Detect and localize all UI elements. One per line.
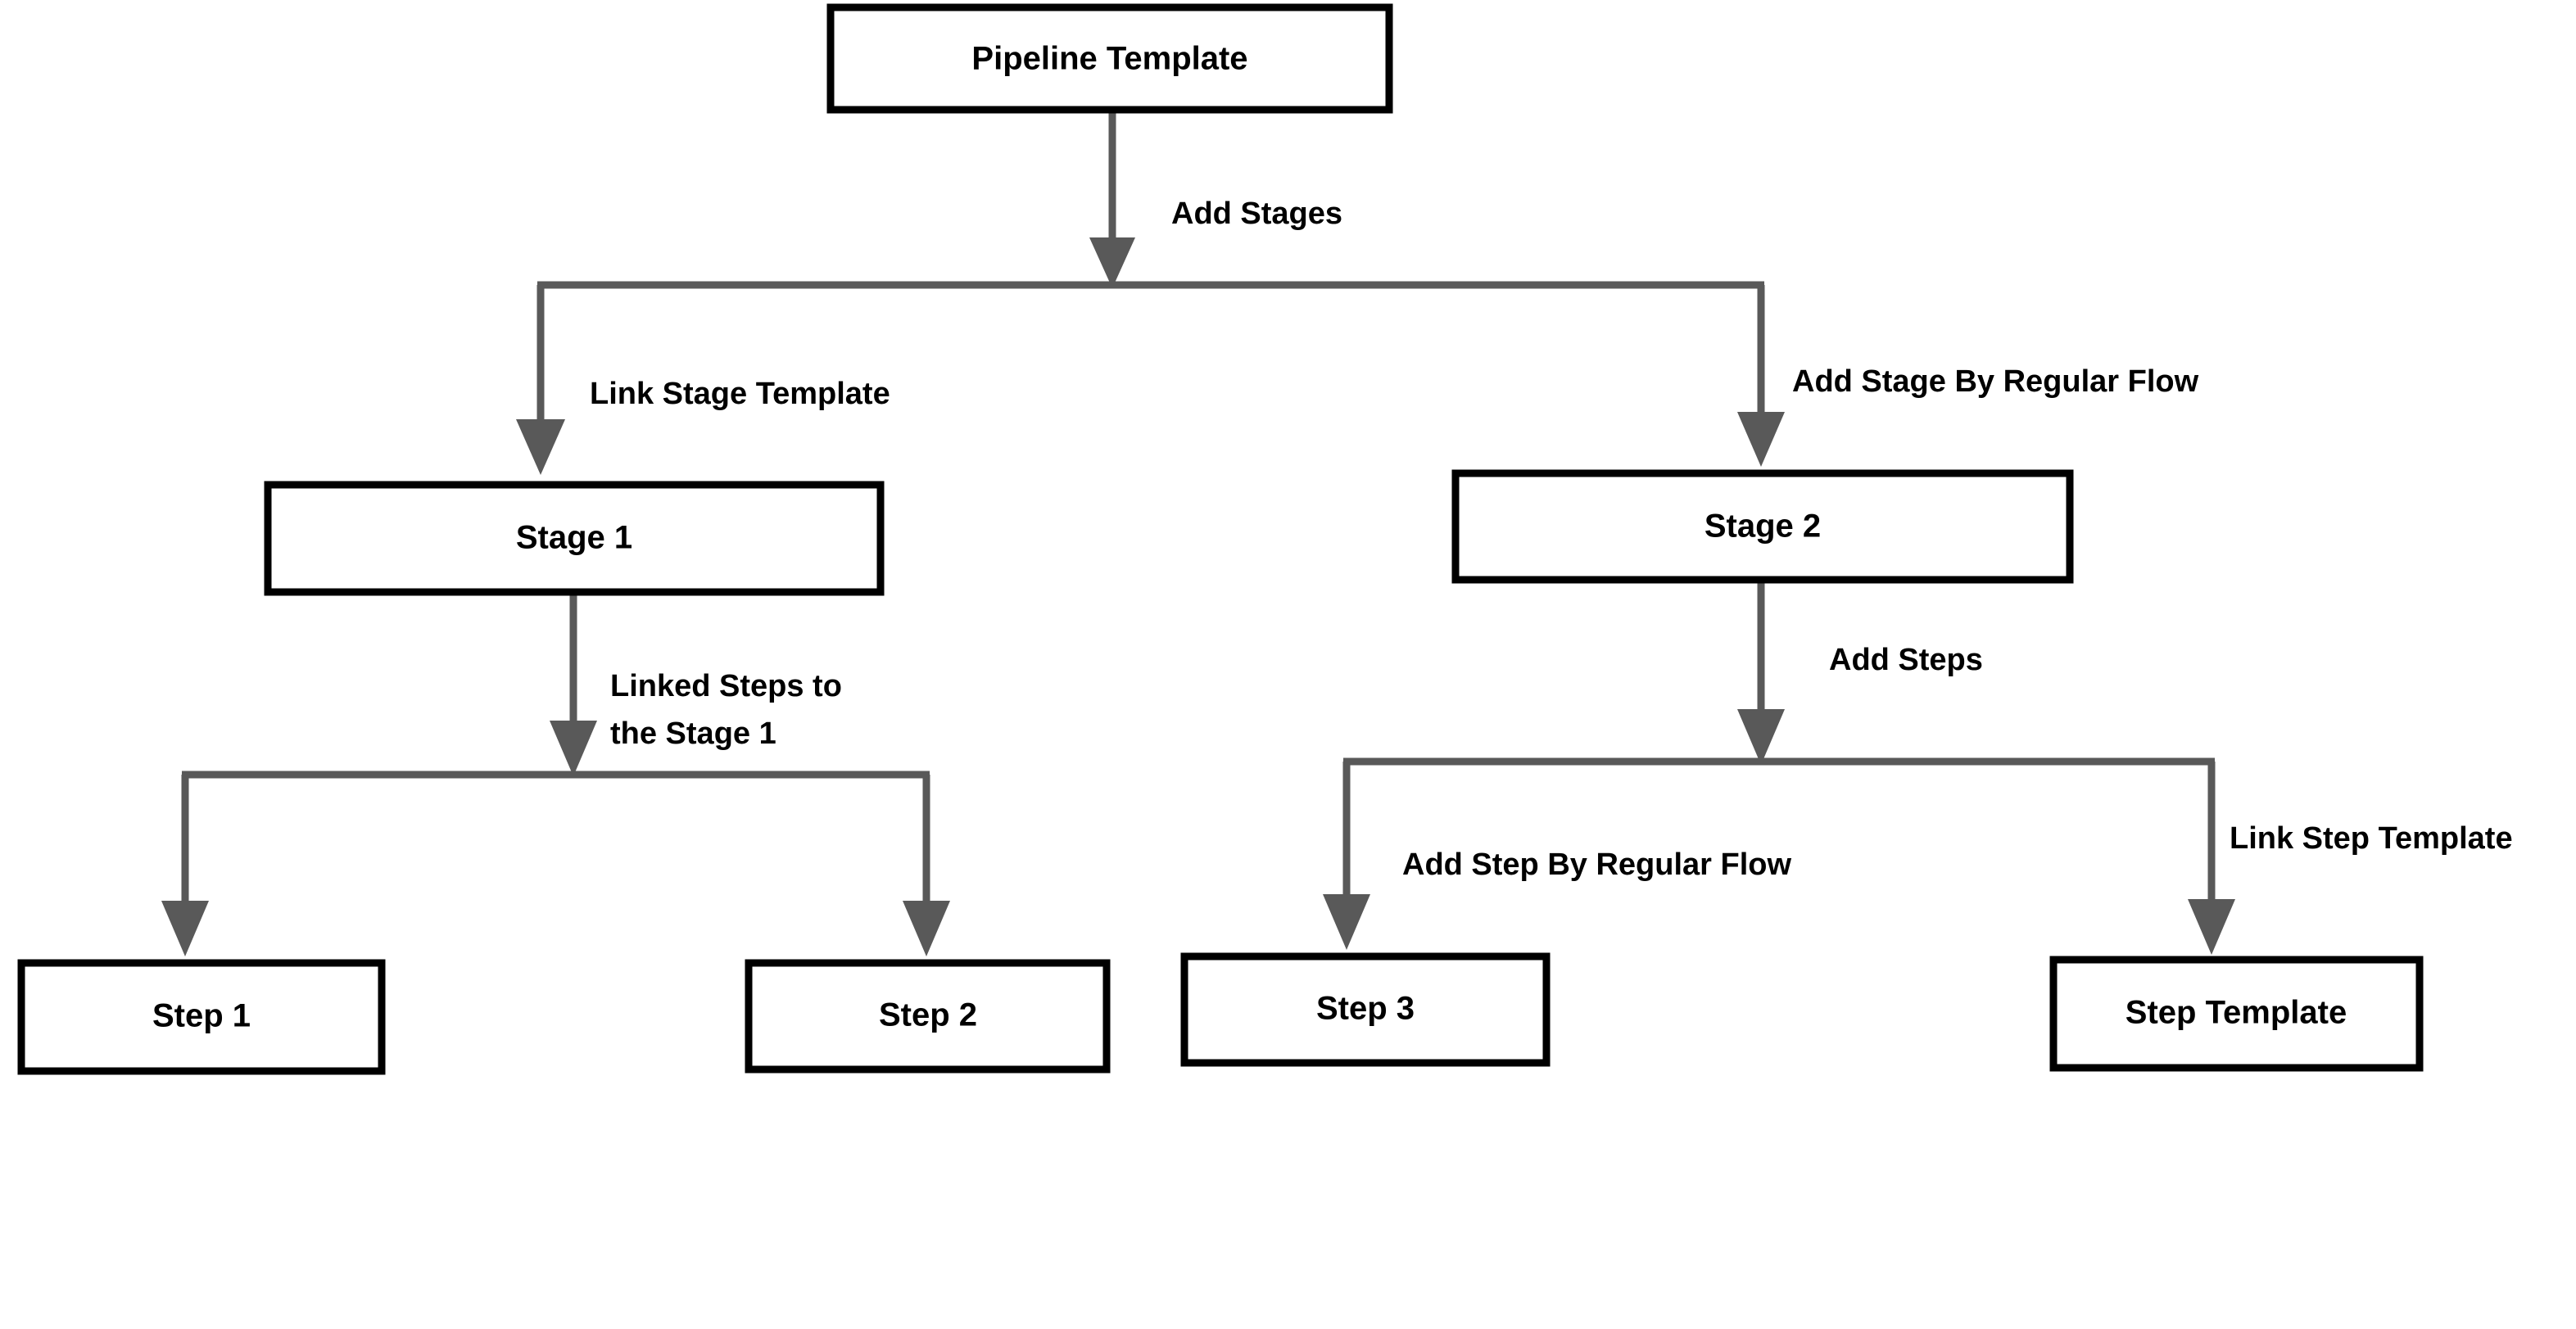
edge-label-linked-steps-line2: the Stage 1 xyxy=(610,716,776,751)
step-template-label: Step Template xyxy=(2126,995,2347,1031)
edge-step-2-arrowhead xyxy=(903,901,950,956)
stage-2-box[interactable] xyxy=(1451,469,2074,584)
edge-linked-steps-arrowhead xyxy=(550,721,597,776)
edge-label-link-stage-template: Link Stage Template xyxy=(590,377,890,411)
node-step-template[interactable]: Step Template xyxy=(2049,956,2424,1072)
node-stage-1[interactable]: Stage 1 xyxy=(264,481,885,596)
edge-label-add-steps: Add Steps xyxy=(1829,643,1983,677)
edge-label-linked-steps-line1: Linked Steps to xyxy=(610,669,842,703)
step-2-label: Step 2 xyxy=(879,997,977,1033)
pipeline-template-box[interactable] xyxy=(826,3,1393,114)
step-3-box[interactable] xyxy=(1180,952,1551,1067)
edge-add-stages xyxy=(1089,113,1135,288)
stage-2-label: Stage 2 xyxy=(1705,509,1821,545)
edge-add-stage-regular-flow xyxy=(1737,285,1785,467)
edge-add-steps-arrowhead xyxy=(1737,709,1785,765)
edge-label-link-step-template: Link Step Template xyxy=(2230,821,2513,856)
edge-label-add-step-regular-flow: Add Step By Regular Flow xyxy=(1402,848,1791,882)
node-step-2[interactable]: Step 2 xyxy=(745,959,1111,1074)
edge-add-step-regular-flow-arrowhead xyxy=(1323,894,1370,950)
edge-label-add-stages: Add Stages xyxy=(1171,197,1342,231)
node-step-1[interactable]: Step 1 xyxy=(17,959,386,1075)
node-pipeline-template[interactable]: Pipeline Template xyxy=(826,3,1393,114)
node-step-3[interactable]: Step 3 xyxy=(1180,952,1551,1067)
stage-1-label: Stage 1 xyxy=(516,520,632,556)
step-template-box[interactable] xyxy=(2049,956,2424,1072)
node-stage-2[interactable]: Stage 2 xyxy=(1451,469,2074,584)
edge-step-2 xyxy=(903,775,950,956)
edge-add-step-regular-flow xyxy=(1323,762,1370,950)
edge-step-1-arrowhead xyxy=(161,901,209,956)
step-1-label: Step 1 xyxy=(152,998,251,1034)
edge-linked-steps xyxy=(550,595,597,776)
stage-1-box[interactable] xyxy=(264,481,885,596)
edge-step-1 xyxy=(161,775,209,956)
edge-link-step-template-arrowhead xyxy=(2188,899,2235,955)
edge-add-steps xyxy=(1737,583,1785,765)
pipeline-template-label: Pipeline Template xyxy=(971,41,1247,77)
edge-link-stage-template xyxy=(516,285,565,475)
edge-label-add-stage-regular-flow: Add Stage By Regular Flow xyxy=(1792,364,2199,399)
edge-add-stage-regular-flow-arrowhead xyxy=(1737,412,1785,467)
edge-link-step-template xyxy=(2188,762,2235,955)
step-1-box[interactable] xyxy=(17,959,386,1075)
edge-link-stage-template-arrowhead xyxy=(516,419,565,475)
step-3-label: Step 3 xyxy=(1316,991,1415,1027)
edge-add-stages-arrowhead xyxy=(1089,237,1135,288)
step-2-box[interactable] xyxy=(745,959,1111,1074)
